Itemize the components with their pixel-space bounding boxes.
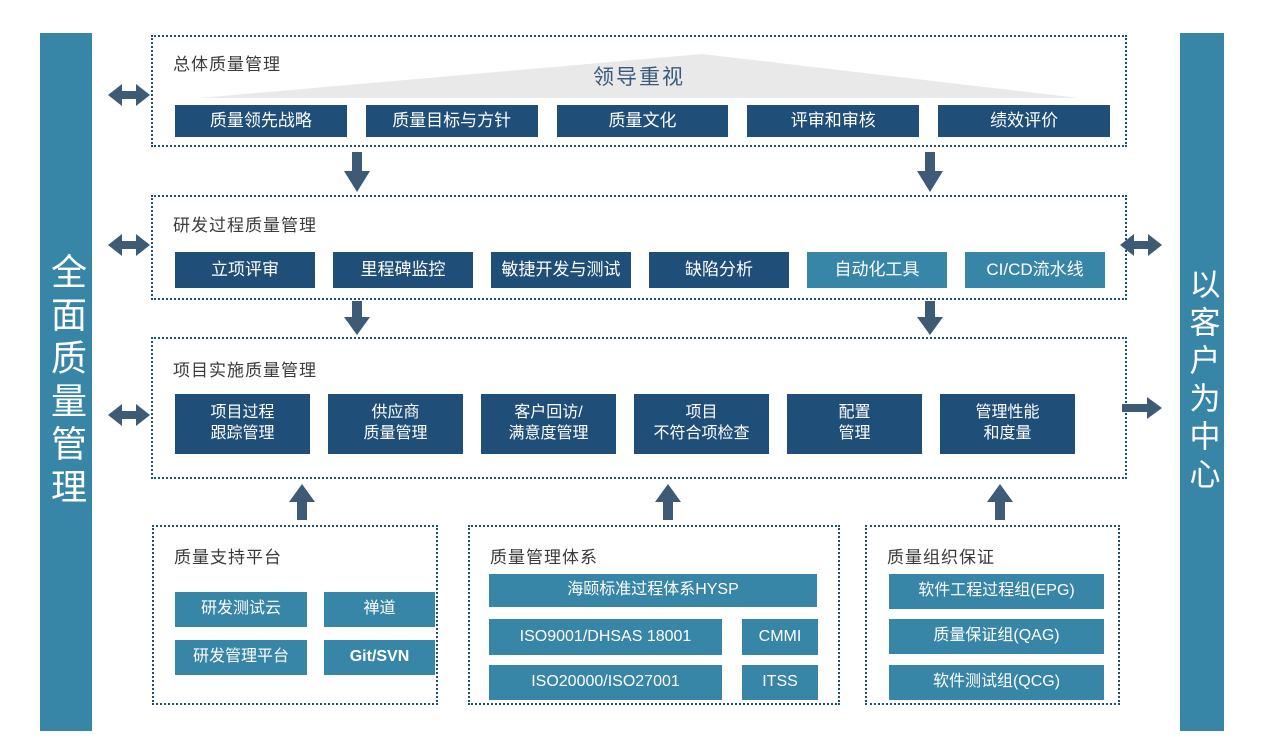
node-cmmi: CMMI (742, 619, 818, 655)
node-milestone-monitoring: 里程碑监控 (333, 252, 473, 288)
section-quality-support-platform: 质量支持平台 研发测试云 禅道 研发管理平台 Git/SVN (152, 525, 438, 705)
left-right-arrow-icon (108, 234, 150, 256)
node-rd-management-platform: 研发管理平台 (175, 640, 307, 675)
node-quality-culture: 质量文化 (556, 105, 729, 137)
up-arrow-icon (289, 484, 315, 520)
section-title: 质量组织保证 (887, 548, 995, 567)
right-arrow-icon (1122, 397, 1162, 419)
node-git-svn: Git/SVN (324, 640, 435, 675)
node-project-approval-review: 立项评审 (175, 252, 315, 288)
left-right-arrow-icon (1120, 234, 1162, 256)
down-arrow-icon (917, 301, 943, 335)
down-arrow-icon (917, 152, 943, 192)
section-title: 项目实施质量管理 (173, 361, 317, 380)
section-quality-organization: 质量组织保证 软件工程过程组(EPG) 质量保证组(QAG) 软件测试组(QCG… (865, 525, 1120, 705)
down-arrow-icon (344, 301, 370, 335)
node-agile-dev-testing: 敏捷开发与测试 (491, 252, 631, 288)
node-nonconformity-check: 项目 不符合项检查 (634, 394, 769, 454)
node-cicd-pipeline: CI/CD流水线 (965, 252, 1105, 288)
node-customer-visit-satisfaction: 客户回访/ 满意度管理 (481, 394, 616, 454)
node-qag-group: 质量保证组(QAG) (889, 619, 1104, 654)
leadership-banner-label: 领导重视 (593, 66, 685, 89)
node-review-audit: 评审和审核 (747, 105, 920, 137)
section-project-implementation-quality: 项目实施质量管理 项目过程 跟踪管理 供应商 质量管理 客户回访/ 满意度管理 … (151, 337, 1127, 479)
left-bar-label: 全面质量管理 (46, 253, 87, 511)
node-performance-evaluation: 绩效评价 (938, 105, 1110, 137)
section-quality-management-system: 质量管理体系 海颐标准过程体系HYSP ISO9001/DHSAS 18001 … (468, 525, 840, 705)
leadership-triangle-shape (199, 54, 1079, 98)
left-right-arrow-icon (108, 84, 150, 106)
node-rd-test-cloud: 研发测试云 (175, 592, 307, 627)
node-performance-measurement: 管理性能 和度量 (940, 394, 1075, 454)
left-right-arrow-icon (108, 404, 150, 426)
right-bar-customer-centric: 以客户为中心 (1180, 33, 1224, 731)
left-bar-total-quality: 全面质量管理 (40, 33, 92, 731)
section-overall-quality: 总体质量管理 领导重视 质量领先战略 质量目标与方针 质量文化 评审和审核 绩效… (151, 35, 1127, 147)
section-title: 总体质量管理 (173, 55, 281, 74)
node-iso9001-dhsas18001: ISO9001/DHSAS 18001 (489, 619, 722, 655)
down-arrow-icon (344, 152, 370, 192)
node-defect-analysis: 缺陷分析 (649, 252, 789, 288)
node-automation-tools: 自动化工具 (807, 252, 947, 288)
node-epg-group: 软件工程过程组(EPG) (889, 574, 1104, 609)
section-title: 质量支持平台 (174, 548, 282, 567)
node-qcg-group: 软件测试组(QCG) (889, 665, 1104, 700)
node-zentao: 禅道 (324, 592, 435, 627)
section-title: 研发过程质量管理 (173, 216, 317, 235)
up-arrow-icon (987, 484, 1013, 520)
section-rd-process-quality: 研发过程质量管理 立项评审 里程碑监控 敏捷开发与测试 缺陷分析 自动化工具 C… (151, 195, 1127, 300)
node-quality-goals-policy: 质量目标与方针 (365, 105, 538, 137)
node-quality-leading-strategy: 质量领先战略 (175, 105, 347, 137)
node-hysp-standard-process: 海颐标准过程体系HYSP (489, 574, 817, 607)
node-supplier-quality: 供应商 质量管理 (328, 394, 463, 454)
node-iso20000-iso27001: ISO20000/ISO27001 (489, 665, 722, 700)
node-project-process-tracking: 项目过程 跟踪管理 (175, 394, 310, 454)
section-title: 质量管理体系 (490, 548, 598, 567)
right-bar-label: 以客户为中心 (1184, 268, 1220, 496)
node-configuration-management: 配置 管理 (787, 394, 922, 454)
node-itss: ITSS (742, 665, 818, 700)
up-arrow-icon (655, 484, 681, 520)
